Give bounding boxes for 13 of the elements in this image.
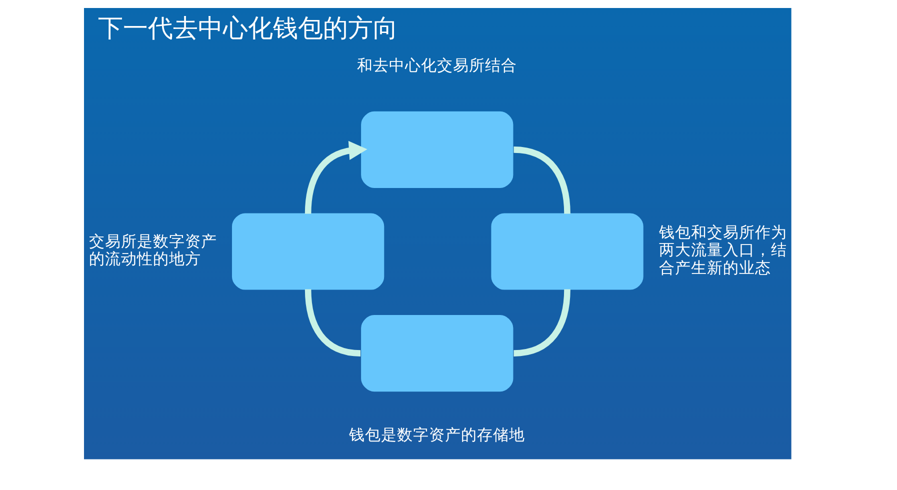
arrow [304,140,367,214]
node-label: 钱包和交易所作为两大流量入口，结合产生新的业态 [658,222,787,278]
node-box [490,213,643,290]
diagram-title: 下一代去中心化钱包的方向 [98,14,398,43]
node-label: 钱包是数字资产的存储地 [348,424,525,444]
connector [513,146,570,214]
connector [513,289,570,356]
node-box [231,213,384,290]
node-label: 和去中心化交易所结合 [356,55,517,74]
node-box [360,315,513,392]
connector [304,289,360,356]
node-box [360,111,513,188]
node-label: 交易所是数字资产的流动性的地方 [88,231,217,268]
